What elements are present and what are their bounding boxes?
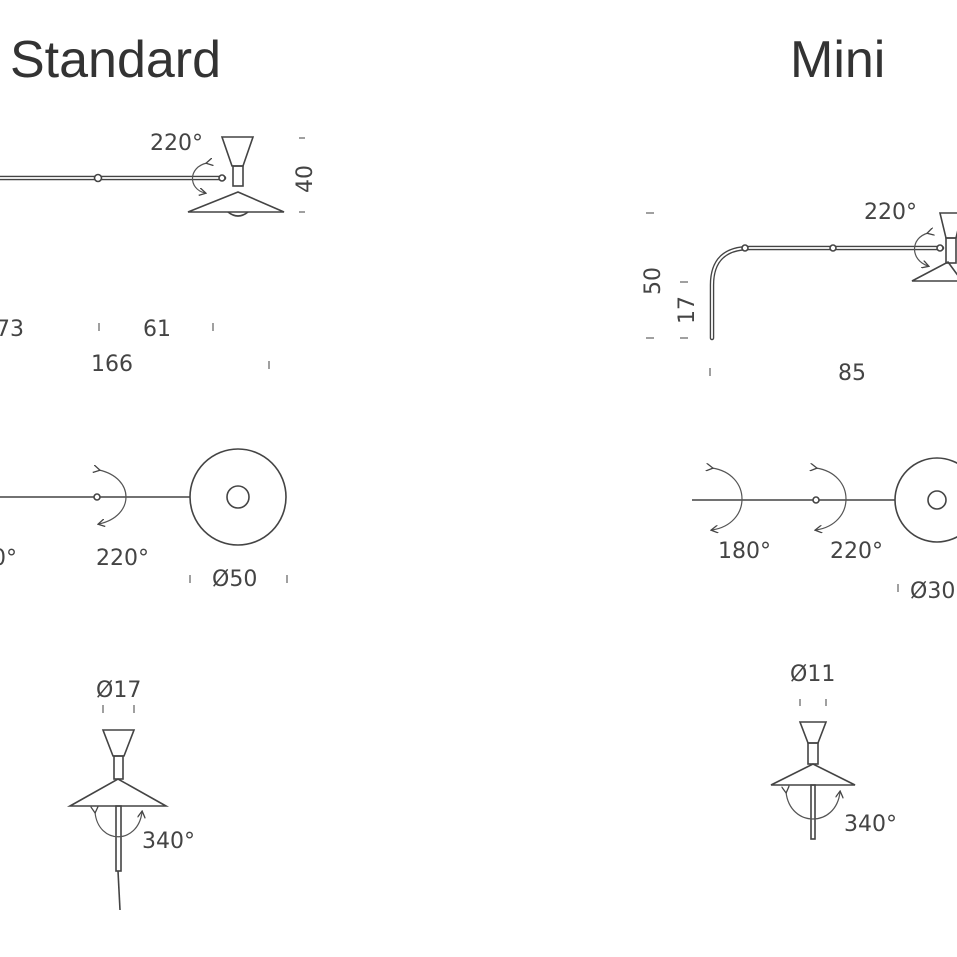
standard-lamp-head-side <box>187 136 285 217</box>
standard-dim-total: 166 <box>91 352 133 377</box>
mini-dim-length: 85 <box>838 361 866 386</box>
shade-center <box>927 490 947 510</box>
rotation-arrow <box>99 470 127 524</box>
standard-top-rotation-left: 0° <box>0 546 17 571</box>
mini-side-mount-label: 17 <box>675 296 700 324</box>
standard-side-height-label: 40 <box>293 165 318 193</box>
shade-center <box>226 485 250 509</box>
mini-front-view: Ø11 340° <box>770 662 897 840</box>
mini-arm <box>709 245 945 341</box>
mini-shade-diameter: Ø30 <box>910 579 955 604</box>
standard-dim-segment-b: 61 <box>143 317 171 342</box>
arm-joint <box>93 493 101 501</box>
standard-side-view: 220° 40 <box>0 131 318 217</box>
arm-joint <box>741 244 749 252</box>
arm-joint <box>936 244 944 252</box>
rotation-arrow <box>816 468 847 530</box>
mini-front-diameter: Ø11 <box>790 662 835 687</box>
standard-front-view: Ø17 340° <box>66 678 195 911</box>
arm-joint <box>829 244 837 252</box>
mini-front-rotation: 340° <box>844 812 897 837</box>
mini-shade-top <box>894 457 957 543</box>
standard-top-rotation-right: 220° <box>96 546 149 571</box>
standard-title: Standard <box>10 31 222 89</box>
standard-top-view: 0° 220° Ø50 <box>0 448 288 592</box>
standard-dim-segment-a: 73 <box>0 317 24 342</box>
standard-side-rotation-label: 220° <box>150 131 203 156</box>
arm-joint <box>93 173 103 183</box>
rotation-arrow <box>712 468 743 530</box>
rotation-arrow <box>913 233 929 266</box>
mini-side-height-label: 50 <box>641 267 666 295</box>
rotation-arrow <box>95 812 142 838</box>
mini-lamp-head-side <box>911 212 957 282</box>
mini-top-rotation-right: 220° <box>830 539 883 564</box>
mini-side-rotation-label: 220° <box>864 200 917 225</box>
standard-dimensions: 73 61 166 <box>0 317 270 377</box>
standard-front-diameter: Ø17 <box>96 678 141 703</box>
arm-joint <box>218 174 226 182</box>
mini-side-view: 50 17 220° 85 <box>641 200 957 386</box>
rotation-arrow <box>191 163 207 193</box>
rotation-arrow <box>786 792 840 820</box>
arm-joint <box>812 496 820 504</box>
mini-title: Mini <box>790 31 886 89</box>
standard-front-rotation: 340° <box>142 829 195 854</box>
mini-top-view: 180° 220° Ø30 <box>692 457 957 604</box>
mini-top-rotation-left: 180° <box>718 539 771 564</box>
standard-shade-diameter: Ø50 <box>212 567 257 592</box>
